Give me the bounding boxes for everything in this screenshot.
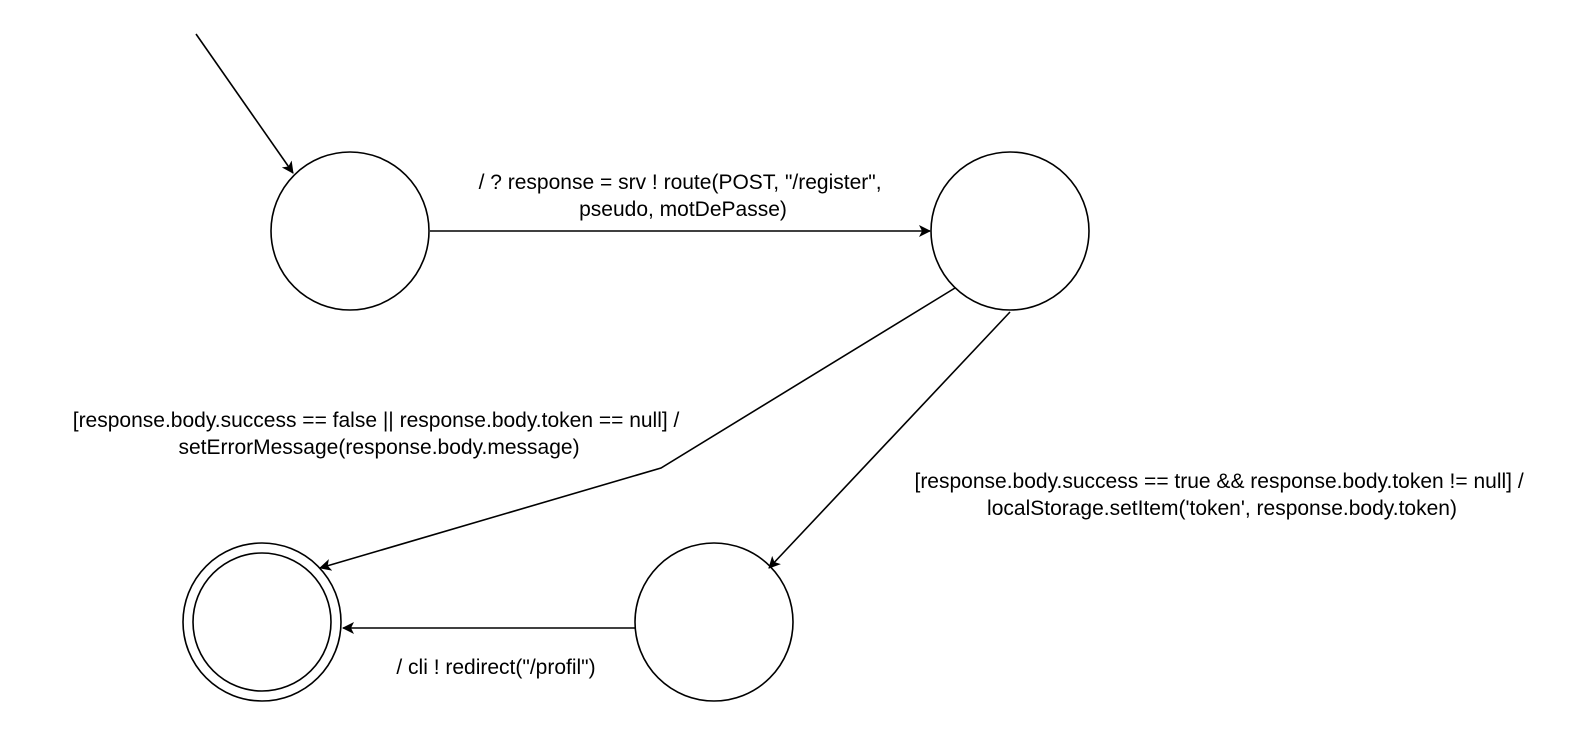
state-final-inner: [192, 552, 332, 692]
transition-send-request-label-line1: / ? response = srv ! route(POST, "/regis…: [479, 171, 882, 194]
transition-failure-label-line2: setErrorMessage(response.body.message): [178, 436, 579, 459]
transition-send-request-label-line2: pseudo, motDePasse): [579, 198, 787, 221]
transition-failure-label: [response.body.success == false || respo…: [73, 409, 686, 459]
transition-success-arrow: [768, 311, 1011, 569]
transition-success-label: [response.body.success == true && respon…: [914, 470, 1529, 520]
transition-redirect-label-line1: / cli ! redirect("/profil"): [396, 656, 595, 679]
transition-success-label-line1: [response.body.success == true && respon…: [914, 470, 1523, 493]
transition-failure-arrow: [319, 287, 956, 571]
state-initial: [270, 151, 430, 311]
state-token-stored: [634, 542, 794, 702]
transition-failure-label-line1: [response.body.success == false || respo…: [73, 409, 680, 432]
state-awaiting-response: [930, 151, 1090, 311]
transition-success-label-line2: localStorage.setItem('token', response.b…: [987, 497, 1457, 520]
transition-redirect-label: / cli ! redirect("/profil"): [396, 656, 595, 679]
initial-transition-arrow: [195, 33, 294, 174]
transition-send-request-label: / ? response = srv ! route(POST, "/regis…: [479, 171, 888, 221]
